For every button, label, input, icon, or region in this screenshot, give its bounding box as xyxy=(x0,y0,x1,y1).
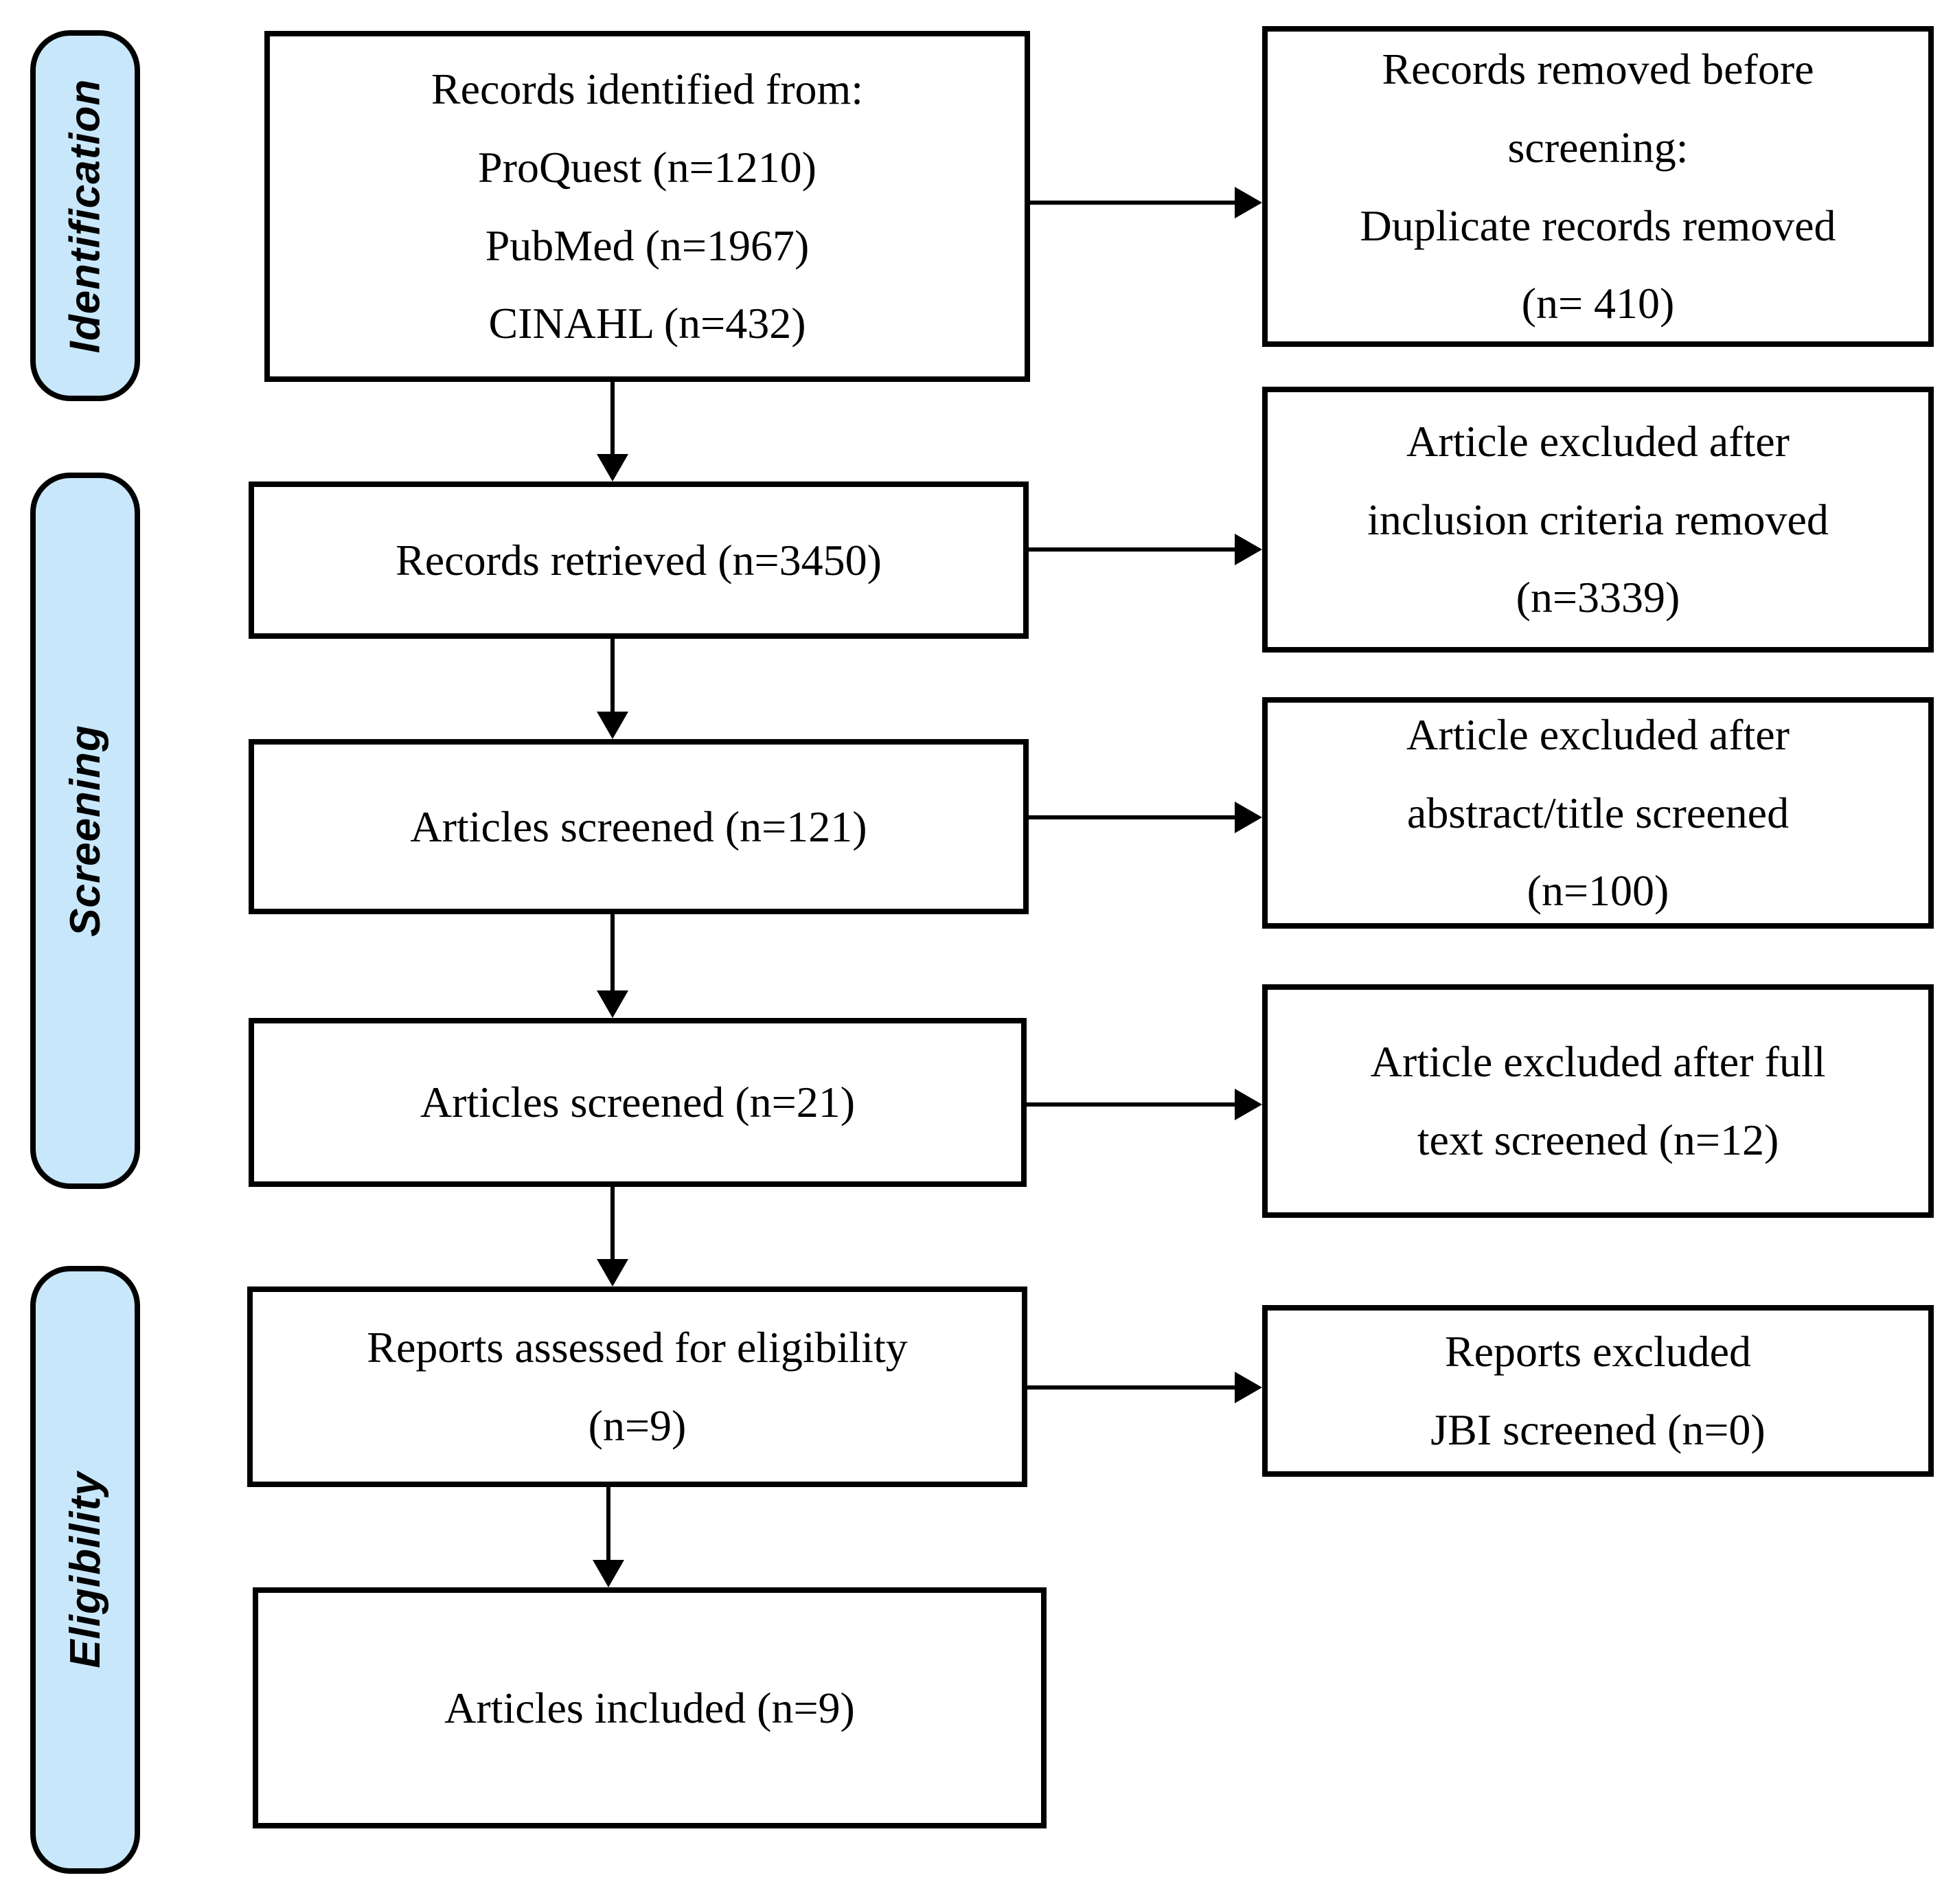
flow-box-articles-included: Articles included (n=9) xyxy=(253,1587,1047,1828)
box-line: (n=3339) xyxy=(1516,573,1680,622)
stage-label-eligibility: Eligibility xyxy=(61,1471,109,1668)
box-line: Duplicate records removed xyxy=(1360,201,1836,250)
stage-label-screening: Screening xyxy=(61,725,109,937)
box-line: Articles included (n=9) xyxy=(444,1683,855,1732)
stage-pill-screening: Screening xyxy=(30,473,140,1189)
right-arrow-icon-screened21-to-excluded xyxy=(1027,1102,1235,1107)
box-line: Reports excluded xyxy=(1444,1327,1752,1376)
stage-label-identification: Identification xyxy=(61,78,109,353)
down-arrow-icon-identified-to-retrieved xyxy=(610,382,615,454)
box-line: ProQuest (n=1210) xyxy=(478,142,816,192)
side-box-excluded-inclusion-criteria: Article excluded after inclusion criteri… xyxy=(1262,387,1934,653)
side-box-excluded-full-text: Article excluded after full text screene… xyxy=(1262,984,1934,1218)
box-line: text screened (n=12) xyxy=(1417,1115,1779,1164)
box-line: (n= 410) xyxy=(1521,279,1675,328)
flow-box-records-identified: Records identified from: ProQuest (n=121… xyxy=(264,31,1030,382)
box-line: JBI screened (n=0) xyxy=(1430,1405,1766,1454)
flow-box-articles-screened-121: Articles screened (n=121) xyxy=(249,739,1029,914)
flow-box-articles-screened-21: Articles screened (n=21) xyxy=(249,1018,1027,1187)
side-box-reports-excluded-jbi: Reports excluded JBI screened (n=0) xyxy=(1262,1305,1934,1477)
box-line: Records removed before xyxy=(1382,44,1814,93)
box-line: screening: xyxy=(1507,122,1689,172)
box-line: Articles screened (n=121) xyxy=(410,802,867,851)
box-line: Records retrieved (n=3450) xyxy=(396,535,882,585)
flow-box-reports-assessed: Reports assessed for eligibility (n=9) xyxy=(247,1287,1027,1487)
box-line: Article excluded after xyxy=(1406,710,1790,759)
box-line: Reports assessed for eligibility xyxy=(367,1323,908,1372)
box-line: (n=9) xyxy=(588,1401,687,1450)
box-line: PubMed (n=1967) xyxy=(485,220,810,270)
box-line: Articles screened (n=21) xyxy=(420,1078,856,1127)
box-line: CINAHL (n=432) xyxy=(488,299,806,348)
stage-pill-identification: Identification xyxy=(30,30,140,401)
down-arrow-icon-screened121-to-screened21 xyxy=(610,914,615,990)
box-line: Records identified from: xyxy=(431,64,864,113)
right-arrow-icon-retrieved-to-excluded xyxy=(1029,547,1235,552)
stage-pill-eligibility: Eligibility xyxy=(30,1266,140,1874)
right-arrow-icon-assessed-to-excluded xyxy=(1027,1385,1235,1390)
side-box-excluded-abstract-title: Article excluded after abstract/title sc… xyxy=(1262,697,1934,929)
down-arrow-icon-assessed-to-included xyxy=(606,1487,610,1560)
right-arrow-icon-screened121-to-excluded xyxy=(1029,815,1235,819)
box-line: (n=100) xyxy=(1527,866,1669,916)
side-box-records-removed: Records removed before screening: Duplic… xyxy=(1262,26,1934,347)
box-line: Article excluded after full xyxy=(1370,1037,1826,1087)
box-line: abstract/title screened xyxy=(1406,788,1790,837)
down-arrow-icon-retrieved-to-screened121 xyxy=(610,639,615,712)
right-arrow-icon-identified-to-removed xyxy=(1030,201,1235,205)
box-line: Article excluded after xyxy=(1406,416,1790,466)
down-arrow-icon-screened21-to-assessed xyxy=(610,1187,615,1259)
box-line: inclusion criteria removed xyxy=(1367,495,1829,544)
flow-box-records-retrieved: Records retrieved (n=3450) xyxy=(249,481,1029,639)
